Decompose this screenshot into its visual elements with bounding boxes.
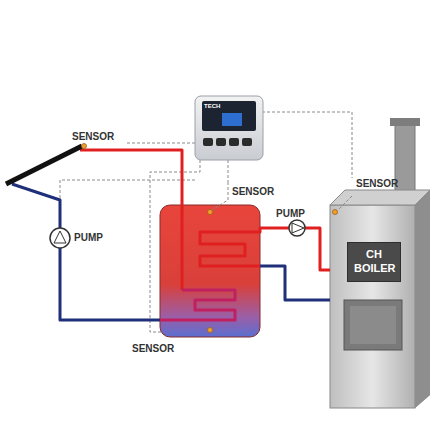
brand-label: TECH [204, 103, 220, 110]
controller [195, 96, 263, 160]
sensor-label: SENSOR [72, 131, 114, 142]
pump-label: PUMP [74, 232, 103, 243]
sensor-label: SENSOR [132, 343, 174, 354]
boiler-label-box: CH BOILER [347, 242, 401, 282]
pump-label: PUMP [276, 208, 305, 219]
pump-symbol [289, 220, 305, 236]
boiler-label: CH BOILER [354, 248, 394, 276]
sensor-label: SENSOR [356, 178, 398, 189]
sensor-label: SENSOR [232, 186, 274, 197]
solar-collector [6, 146, 82, 184]
pump-symbol [50, 228, 70, 248]
